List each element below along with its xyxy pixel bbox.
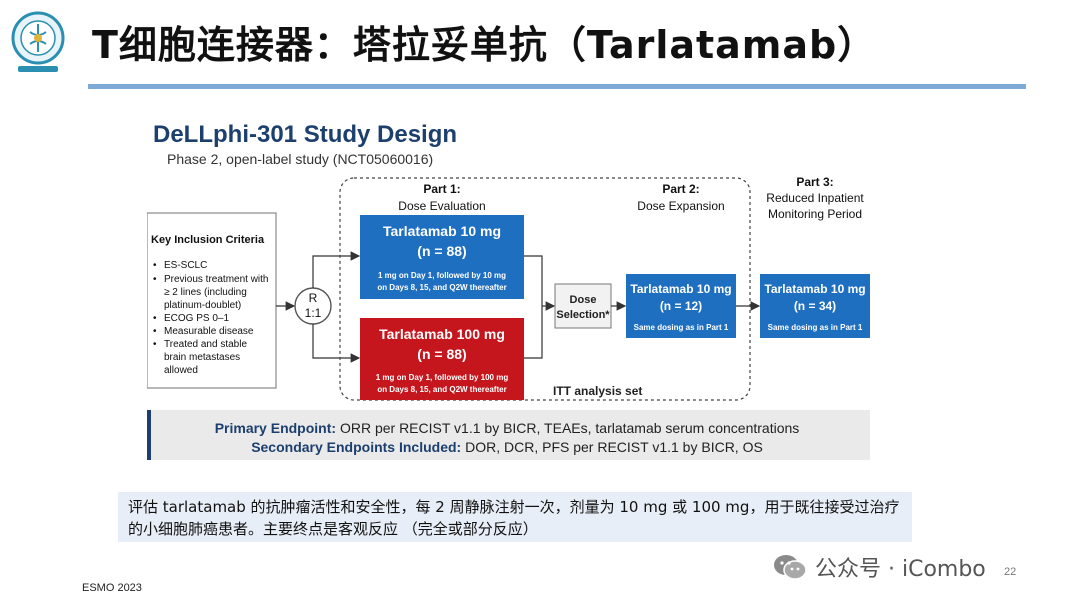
secondary-endpoint: Secondary Endpoints Included: DOR, DCR, … — [251, 439, 763, 455]
watermark-text: 公众号 · iCombo — [815, 557, 986, 582]
inclusion-criteria-box: Key Inclusion Criteria • ES-SCLC • Previ… — [147, 212, 277, 389]
inclusion-item: ES-SCLC — [164, 260, 207, 271]
summary-box — [118, 492, 912, 542]
title-divider — [88, 84, 1026, 89]
part3-note: Same dosing as in Part 1 — [768, 323, 863, 332]
inclusion-item: allowed — [164, 365, 198, 376]
arm-100mg-note: 1 mg on Day 1, followed by 100 mg — [376, 373, 509, 382]
arm-10mg-note: 1 mg on Day 1, followed by 10 mg — [378, 271, 506, 280]
primary-endpoint-text: ORR per RECIST v1.1 by BICR, TEAEs, tarl… — [336, 420, 799, 436]
bullet: • — [153, 313, 157, 324]
arm-100mg-n: (n = 88) — [417, 346, 466, 362]
arm-10mg-box: Tarlatamab 10 mg (n = 88) 1 mg on Day 1,… — [360, 215, 524, 299]
bullet: • — [153, 326, 157, 337]
inclusion-item: Previous treatment with — [164, 274, 269, 285]
itt-label: ITT analysis set — [553, 384, 642, 398]
bullet: • — [153, 274, 157, 285]
society-logo — [10, 8, 66, 76]
endpoints-band: Primary Endpoint: ORR per RECIST v1.1 by… — [147, 410, 870, 460]
connector — [524, 255, 543, 359]
inclusion-item: Measurable disease — [164, 326, 254, 337]
source-label: ESMO 2023 — [82, 582, 142, 594]
primary-endpoint-label: Primary Endpoint: — [215, 420, 336, 436]
part3-n: (n = 34) — [794, 299, 836, 313]
inclusion-item: brain metastases — [164, 352, 240, 363]
part1-part2-dashed-group — [339, 177, 751, 401]
arm-10mg-n: (n = 88) — [417, 243, 466, 259]
expansion-title: Tarlatamab 10 mg — [630, 282, 731, 296]
summary-text: 评估 tarlatamab 的抗肿瘤活性和安全性，每 2 周静脉注射一次，剂量为… — [128, 498, 900, 538]
primary-endpoint: Primary Endpoint: ORR per RECIST v1.1 by… — [215, 420, 800, 436]
expansion-note: Same dosing as in Part 1 — [634, 323, 729, 332]
inclusion-item: ECOG PS 0–1 — [164, 313, 229, 324]
inclusion-item: platinum-doublet) — [164, 300, 241, 311]
part1-label: Part 1: — [423, 182, 460, 196]
study-design-diagram: DeLLphi-301 Study Design Phase 2, open-l… — [147, 121, 870, 460]
part3-sublabel: Monitoring Period — [768, 207, 862, 221]
part2-sublabel: Dose Expansion — [637, 199, 724, 213]
inclusion-title: Key Inclusion Criteria — [151, 234, 265, 246]
page-number: 22 — [1004, 566, 1017, 578]
randomization-node: R 1:1 — [294, 287, 332, 325]
dose-selection-line: Selection* — [556, 309, 610, 321]
dose-selection-line: Dose — [570, 294, 597, 306]
slide-subheading: Phase 2, open-label study (NCT05060016) — [167, 151, 433, 167]
inclusion-item: Treated and stable — [164, 339, 247, 350]
inclusion-list: • ES-SCLC • Previous treatment with ≥ 2 … — [153, 260, 269, 376]
randomization-r: R — [309, 291, 318, 305]
bullet: • — [153, 339, 157, 350]
part3-label: Part 3: — [796, 175, 833, 189]
secondary-endpoint-text: DOR, DCR, PFS per RECIST v1.1 by BICR, O… — [461, 439, 763, 455]
page-title: T细胞连接器：塔拉妥单抗（Tarlatamab） — [92, 23, 877, 67]
part2-label: Part 2: — [662, 182, 699, 196]
expansion-n: (n = 12) — [660, 299, 702, 313]
watermark: 公众号 · iCombo — [773, 548, 986, 586]
arm-10mg-note: on Days 8, 15, and Q2W thereafter — [377, 283, 506, 292]
slide-heading: DeLLphi-301 Study Design — [153, 121, 457, 148]
part1-sublabel: Dose Evaluation — [398, 199, 485, 213]
part3-title: Tarlatamab 10 mg — [764, 282, 865, 296]
arm-10mg-title: Tarlatamab 10 mg — [383, 223, 501, 239]
inclusion-item: ≥ 2 lines (including — [164, 287, 247, 298]
wechat-icon — [774, 555, 807, 580]
expansion-box: Tarlatamab 10 mg (n = 12) Same dosing as… — [626, 274, 736, 338]
arm-100mg-box: Tarlatamab 100 mg (n = 88) 1 mg on Day 1… — [360, 318, 524, 400]
arm-100mg-note: on Days 8, 15, and Q2W thereafter — [377, 385, 506, 394]
connector — [312, 324, 361, 363]
bullet: • — [153, 260, 157, 271]
randomization-ratio: 1:1 — [305, 306, 322, 320]
part3-sublabel: Reduced Inpatient — [766, 191, 864, 205]
dose-selection-box: Dose Selection* — [554, 283, 612, 329]
secondary-endpoint-label: Secondary Endpoints Included: — [251, 439, 461, 455]
part3-box: Tarlatamab 10 mg (n = 34) Same dosing as… — [760, 274, 870, 338]
connector — [312, 251, 361, 288]
arm-100mg-title: Tarlatamab 100 mg — [379, 326, 505, 342]
